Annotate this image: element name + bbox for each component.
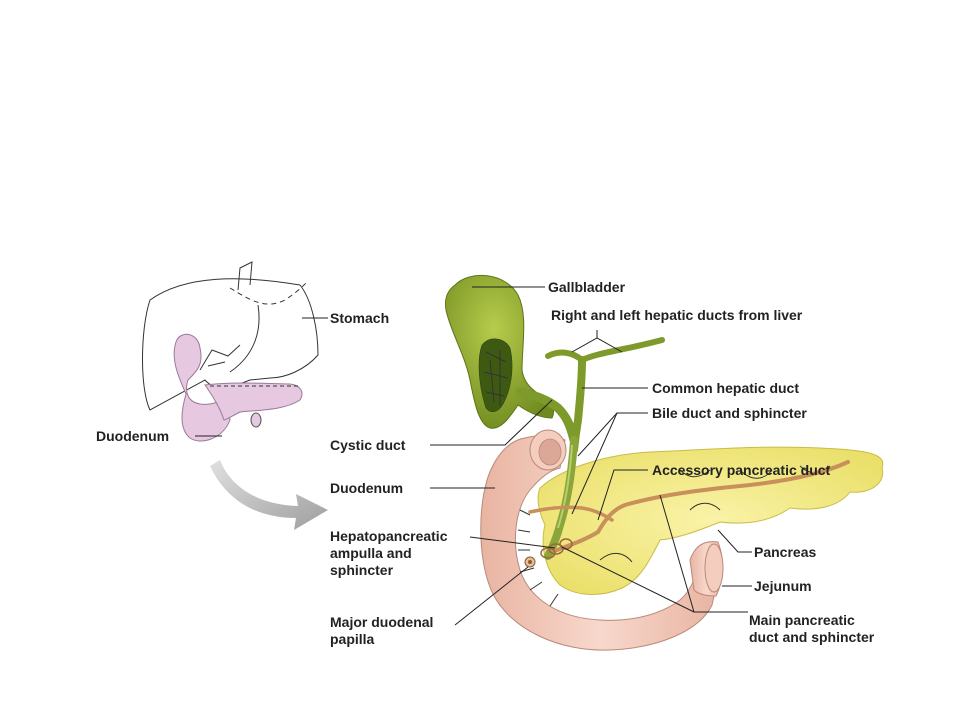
accessory-pancreatic-duct-label: Accessory pancreatic duct — [652, 462, 831, 478]
main-duct-leader-2 — [561, 546, 695, 613]
detail-illustration — [445, 274, 884, 651]
hepatic-ducts-label: Right and left hepatic ducts from liver — [551, 307, 803, 323]
hepatopancreatic-label-line2: ampulla and — [330, 545, 412, 561]
pancreas-leader — [717, 529, 752, 553]
stomach-outline — [229, 282, 307, 305]
jejunum-label: Jejunum — [754, 578, 812, 594]
papilla-leader — [454, 566, 529, 626]
stomach-label: Stomach — [330, 310, 389, 326]
hepatopancreatic-label-line1: Hepatopancreatic — [330, 528, 448, 544]
left-hepatic-duct — [579, 337, 665, 363]
hepatopancreatic-leader — [469, 536, 556, 549]
bile-duct-highlight — [557, 444, 573, 529]
papilla-opening — [528, 560, 532, 564]
detail-labels: Gallbladder Right and left hepatic ducts… — [330, 279, 875, 647]
hepatic-ducts-leader — [571, 330, 623, 353]
bile-duct-leader-2 — [571, 412, 618, 515]
bile-duct-label: Bile duct and sphincter — [652, 405, 807, 421]
cystic-duct-label: Cystic duct — [330, 437, 406, 453]
duodenum-right-label: Duodenum — [330, 480, 403, 496]
right-hepatic-duct — [545, 349, 585, 363]
gallbladder-mucosa — [483, 350, 509, 406]
overview-illustration: Stomach Duodenum — [96, 261, 389, 444]
liver-top-notch — [237, 261, 253, 291]
overview-pancreas — [204, 382, 303, 421]
common-hepatic-duct-label: Common hepatic duct — [652, 380, 799, 396]
jejunum-opening — [704, 543, 724, 593]
main-pancreatic-duct-shape — [550, 460, 850, 554]
cystic-duct-shape — [515, 387, 579, 445]
gallbladder-label: Gallbladder — [548, 279, 626, 295]
detail-leaders — [430, 286, 752, 626]
stomach-inner — [229, 304, 260, 373]
major-papilla-label-line1: Major duodenal — [330, 614, 433, 630]
accessory-duct-leader — [597, 469, 648, 521]
major-papilla-label-line2: papilla — [330, 631, 375, 647]
accessory-pancreatic-duct-shape — [528, 505, 614, 522]
liver-outline — [142, 278, 319, 411]
duodenum-lumen — [538, 438, 562, 466]
zoom-arrow — [210, 460, 328, 530]
duodenum-left-label: Duodenum — [96, 428, 169, 444]
hepatopancreatic-label-line3: sphincter — [330, 562, 394, 578]
overview-ducts — [199, 344, 241, 371]
bile-duct-leader-1 — [577, 412, 648, 457]
main-duct-label-line2: duct and sphincter — [749, 629, 875, 645]
pancreas-label: Pancreas — [754, 544, 816, 560]
cystic-duct-leader — [430, 399, 553, 446]
pancreas-shape — [537, 446, 884, 595]
overview-jejunum-end — [250, 412, 262, 428]
duodenum-folds — [517, 509, 559, 607]
main-duct-label-line1: Main pancreatic — [749, 612, 855, 628]
